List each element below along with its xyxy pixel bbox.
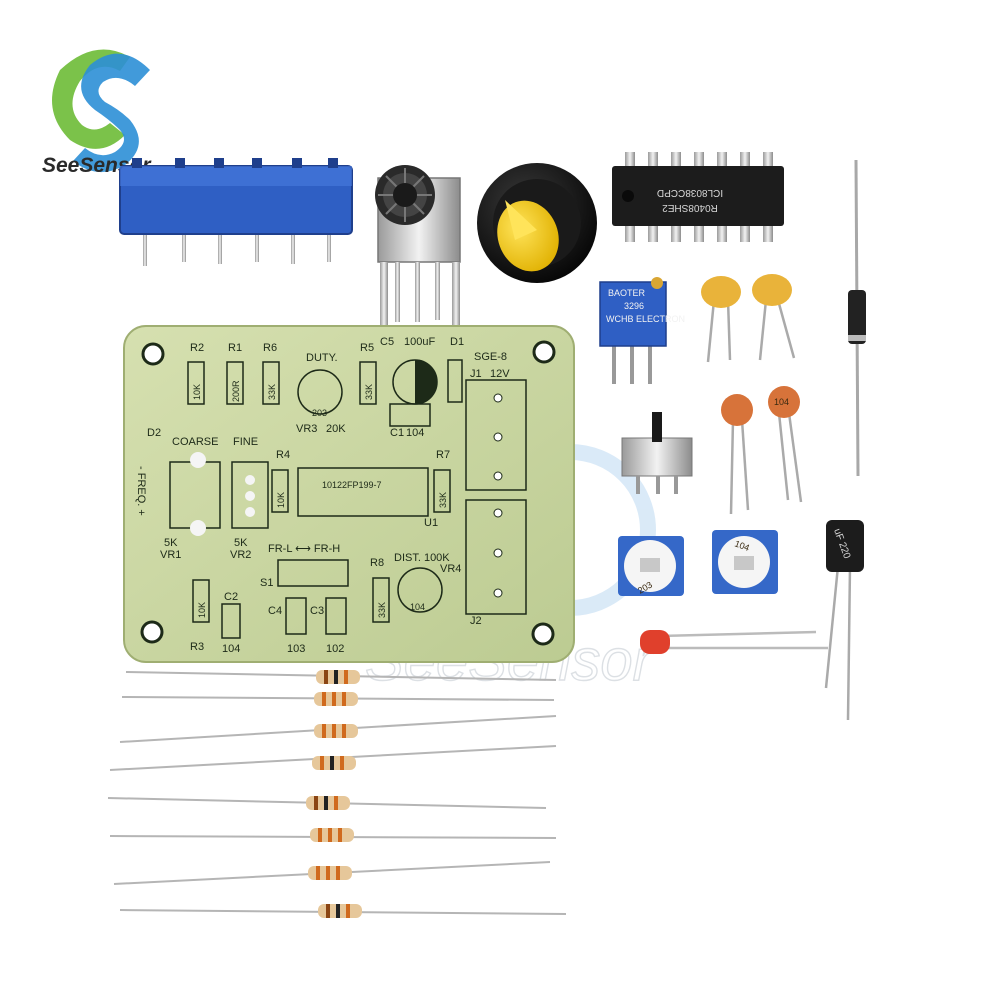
label-r4: R4: [276, 449, 290, 461]
label-dist: DIST. 100K: [394, 552, 450, 564]
label-j1: J1: [470, 368, 482, 380]
label-r3-val: 10K: [197, 602, 207, 618]
ceramic-capacitor-yellow-2: [752, 274, 796, 361]
resistor: [318, 904, 362, 918]
ceramic-cap-label: 104: [774, 397, 789, 407]
label-r5: R5: [360, 342, 374, 354]
label-r3: R3: [190, 641, 204, 653]
label-vr2: VR2: [230, 549, 251, 561]
resistor-bodies: [306, 670, 362, 918]
rectifier-diode: [848, 159, 866, 477]
label-ic: 10122FP199-7: [322, 480, 382, 490]
label-c4: C4: [268, 605, 282, 617]
label-r7: R7: [436, 449, 450, 461]
label-sge: SGE-8: [474, 351, 507, 363]
resistor: [316, 670, 360, 684]
ceramic-capacitor-orange-1: [721, 394, 753, 515]
label-coarse: COARSE: [172, 436, 218, 448]
label-c2-val: 104: [222, 643, 240, 655]
label-r2-val: 10K: [192, 384, 202, 400]
label-r4-val: 10K: [276, 492, 286, 508]
pcb-board: R2 R1 R6 DUTY. R5 C5 100uF D1 SGE-8 J1 1…: [123, 325, 575, 663]
chip-label-line1: ICL8038CCPD: [657, 187, 723, 198]
label-vr2-val: 5K: [234, 537, 248, 549]
label-vr1-val: 5K: [164, 537, 178, 549]
trimmer-sub: WCHB ELECTRON: [606, 314, 685, 324]
label-d2: D2: [147, 427, 161, 439]
ceramic-capacitor-orange-2: 104: [768, 386, 803, 503]
resistor: [314, 692, 358, 706]
potentiometer-knob: [477, 163, 597, 283]
label-c5: C5: [380, 336, 394, 348]
label-r8: R8: [370, 557, 384, 569]
slide-switch: [621, 412, 693, 494]
label-vr3-res: 20K: [326, 423, 346, 435]
electrolytic-capacitor: uF 220: [824, 520, 864, 721]
chip-label-line2: R0408SHE2: [662, 202, 718, 213]
resistor: [308, 866, 352, 880]
resistor: [312, 756, 356, 770]
label-r5-val: 33K: [364, 384, 374, 400]
mounting-holes: [140, 340, 556, 646]
resistor: [306, 796, 350, 810]
logo-icon: [52, 49, 150, 173]
label-freq: - FREQ. +: [135, 466, 147, 516]
label-d1: D1: [450, 336, 464, 348]
label-r2: R2: [190, 342, 204, 354]
label-12v: 12V: [490, 368, 510, 380]
trimmer-brand: BAOTER: [608, 288, 646, 298]
rotary-potentiometer: [375, 165, 461, 330]
label-c1: C1: [390, 427, 404, 439]
label-u1: U1: [424, 517, 438, 529]
icl8038-chip: ICL8038CCPD R0408SHE2: [612, 152, 784, 242]
label-vr1: VR1: [160, 549, 181, 561]
red-led: [640, 630, 828, 654]
label-fine: FINE: [233, 436, 258, 448]
label-r1-val: 200R: [231, 380, 241, 402]
resistor: [314, 724, 358, 738]
trimmer-104: 104: [712, 530, 778, 594]
ceramic-capacitor-yellow-1: [701, 276, 741, 363]
label-vr4: VR4: [440, 563, 461, 575]
label-vr3-val: 203: [312, 408, 327, 418]
label-r6-val: 33K: [267, 384, 277, 400]
label-r1: R1: [228, 342, 242, 354]
label-vr3: VR3: [296, 423, 317, 435]
label-j2: J2: [470, 615, 482, 627]
multiturn-potentiometer: [119, 158, 353, 266]
label-vr4-val: 104: [410, 602, 425, 612]
label-c4-val: 103: [287, 643, 305, 655]
trimmer-104-label: 104: [733, 538, 751, 553]
label-r6: R6: [263, 342, 277, 354]
label-c3: C3: [310, 605, 324, 617]
label-c5-val: 100uF: [404, 336, 435, 348]
label-r7-val: 33K: [438, 492, 448, 508]
multiturn-trimmer: BAOTER 3296 WCHB ELECTRON: [599, 277, 685, 384]
label-r8-val: 33K: [377, 602, 387, 618]
label-c1-val: 104: [406, 427, 424, 439]
resistor: [310, 828, 354, 842]
label-duty: DUTY.: [306, 352, 338, 364]
brand-logo: SeeSensor: [42, 49, 152, 177]
label-c3-val: 102: [326, 643, 344, 655]
trimmer-code: 3296: [624, 301, 644, 311]
label-fr: FR-L ⟷ FR-H: [268, 543, 340, 555]
label-c2: C2: [224, 591, 238, 603]
label-s1: S1: [260, 577, 273, 589]
trimmer-203: 203: [618, 536, 684, 596]
